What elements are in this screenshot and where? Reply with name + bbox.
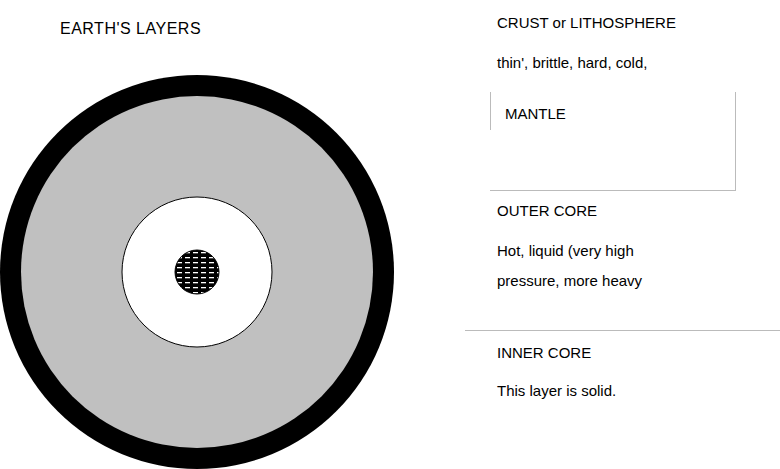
box-line (490, 190, 736, 191)
layer-panel: CRUST or LITHOSPHERE thin', brittle, hard… (497, 8, 767, 78)
diagram-title: EARTH'S LAYERS (60, 20, 201, 38)
layer-heading: MANTLE (505, 99, 721, 129)
mantle-disc (21, 96, 373, 448)
divider-line (465, 330, 780, 331)
inner-core-disc (175, 250, 219, 294)
layer-heading: OUTER CORE (497, 196, 697, 226)
box-line (735, 92, 736, 190)
box-line (490, 92, 491, 130)
layer-panel: INNER CORE This layer is solid. (497, 338, 767, 406)
layer-heading: CRUST or LITHOSPHERE (497, 8, 767, 38)
layer-description: Hot, liquid (very high pressure, more he… (497, 236, 697, 296)
layer-description: This layer is solid. (497, 376, 767, 406)
layer-panel: MANTLE (491, 93, 735, 135)
outer-core-disc (122, 197, 272, 347)
layer-panel: OUTER CORE Hot, liquid (very high pressur… (497, 196, 697, 296)
crust-ring (0, 75, 394, 469)
layer-description: thin', brittle, hard, cold, (497, 48, 767, 78)
layer-heading: INNER CORE (497, 338, 767, 368)
